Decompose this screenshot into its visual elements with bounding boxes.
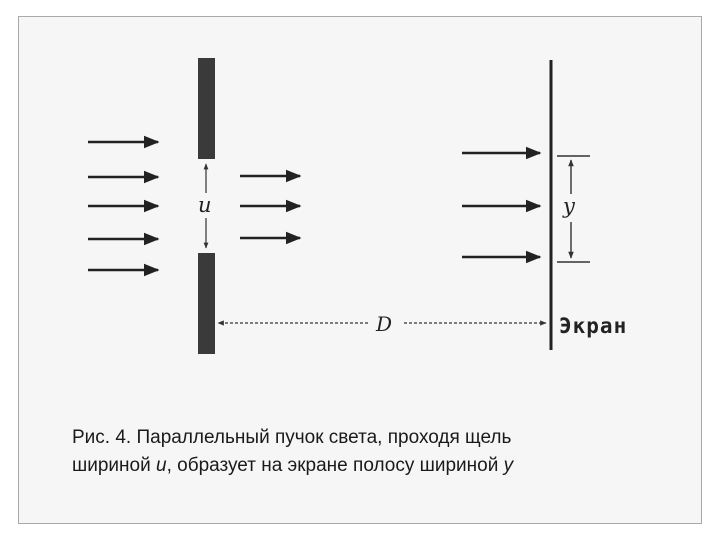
caption-line-2: шириной u, образует на экране полосу шир… (72, 452, 672, 480)
band-width-dimension (557, 155, 590, 263)
transmitted-beam (240, 169, 302, 245)
arriving-beam (462, 146, 542, 264)
slit-plate-top (198, 58, 215, 159)
band-width-label: y (562, 194, 576, 218)
distance-label: D (375, 312, 392, 336)
caption-var-u: u (156, 455, 167, 476)
figure-caption: Рис. 4. Параллельный пучок света, проход… (72, 424, 672, 480)
caption-line-1: Рис. 4. Параллельный пучок света, проход… (72, 427, 512, 448)
caption-text: шириной (72, 455, 156, 476)
caption-text: , образует на экране полосу шириной (166, 455, 504, 476)
slit-plate-bottom (198, 253, 215, 354)
slit-width-dimension: u (198, 163, 212, 249)
incident-beam (88, 135, 160, 277)
slit-width-label: u (198, 193, 212, 217)
screen-label: Экран (559, 314, 627, 338)
caption-var-y: y (503, 455, 514, 476)
